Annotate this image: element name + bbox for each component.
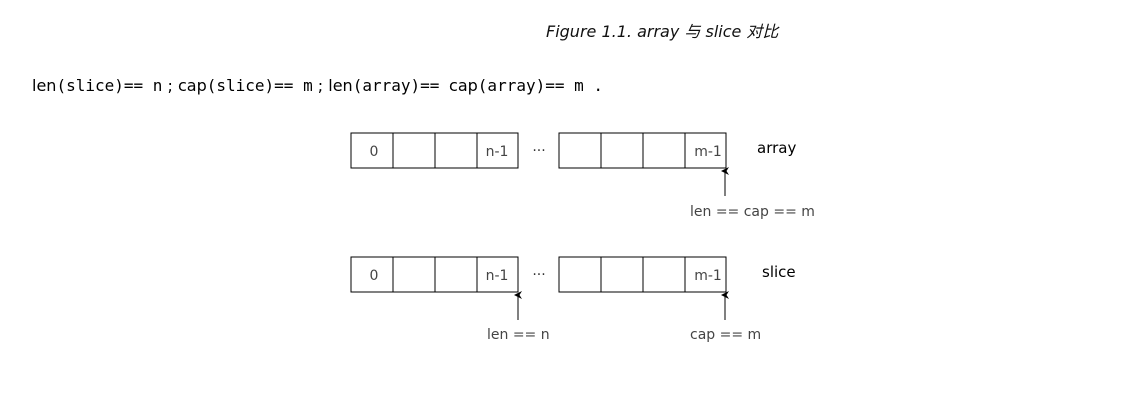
slice-cell	[434, 256, 478, 293]
slice-cell	[642, 256, 686, 293]
slice-label: slice	[762, 263, 796, 281]
formula-slice-len: (slice)== n	[56, 76, 163, 95]
array-cell	[392, 132, 436, 169]
array-cell	[434, 132, 478, 169]
formula-len-1: len	[32, 76, 57, 95]
formula-array-cap: (array)== m	[477, 76, 584, 95]
slice-cell-label: m-1	[694, 268, 722, 284]
array-ellipsis: ···	[532, 143, 545, 159]
array-label: array	[757, 139, 796, 157]
formula-cap-2: cap	[449, 76, 478, 95]
slice-cell	[558, 256, 602, 293]
array-cell-label: 0	[370, 144, 379, 160]
array-cell	[600, 132, 644, 169]
array-left-block: 0 n-1	[350, 132, 519, 169]
array-row: 0 n-1 ··· m-1 array len == cap == m	[350, 132, 815, 220]
array-cell-label: m-1	[694, 144, 722, 160]
array-cell-label: n-1	[486, 144, 509, 160]
array-right-block: m-1	[558, 132, 727, 169]
formula-line: len(slice)== n ; cap(slice)== m ; len(ar…	[32, 76, 603, 95]
array-len-cap-label: len == cap == m	[690, 204, 815, 220]
array-cell	[684, 132, 727, 169]
formula-sep-2: ;	[312, 76, 329, 95]
slice-cell	[392, 256, 436, 293]
slice-len-label: len == n	[487, 327, 550, 343]
slice-cell-label: 0	[370, 268, 379, 284]
figure-caption: Figure 1.1. array 与 slice 对比	[546, 22, 779, 41]
formula-end: .	[583, 76, 604, 95]
formula-slice-cap: (slice)== m	[206, 76, 313, 95]
slice-ellipsis: ···	[532, 267, 545, 283]
formula-cap-1: cap	[177, 76, 207, 95]
slice-cell	[684, 256, 727, 293]
array-cell	[642, 132, 686, 169]
slice-cap-label: cap == m	[690, 327, 761, 343]
formula-array-len: (array)==	[352, 76, 450, 95]
formula-sep-1: ;	[162, 76, 178, 95]
slice-cell	[476, 256, 519, 293]
slice-left-block: 0 n-1	[350, 256, 519, 293]
slice-cell	[600, 256, 644, 293]
array-cell	[476, 132, 519, 169]
array-cell	[558, 132, 602, 169]
slice-right-block: m-1	[558, 256, 727, 293]
slice-row: 0 n-1 ··· m-1 slice len == n cap == m	[350, 256, 796, 343]
formula-len-2: len	[328, 76, 353, 95]
slice-cell-label: n-1	[486, 268, 509, 284]
